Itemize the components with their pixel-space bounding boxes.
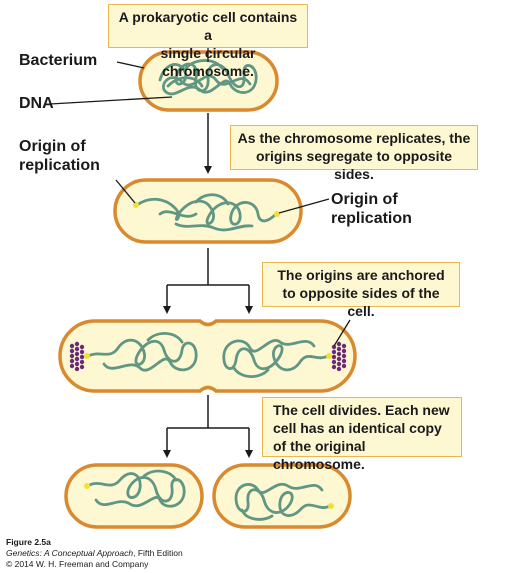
anchor-proteins-left [69, 341, 85, 372]
copyright: © 2014 W. H. Freeman and Company [6, 559, 149, 569]
label-origin-left: Origin of replication [19, 137, 100, 175]
callout-4-line-3: of the original chromosome. [273, 438, 366, 472]
origin-dot-daughter-right [328, 503, 334, 509]
figure-number: Figure 2.5a [6, 537, 51, 547]
callout-prokaryotic-cell: A prokaryotic cell contains a single cir… [108, 4, 308, 79]
bacterium-leader [116, 61, 145, 69]
dna-coil-2 [135, 193, 278, 232]
dna-coil-4-left [86, 469, 186, 508]
dna-coil-4-right [234, 482, 332, 521]
callout-3-line-2: to opposite sides of the cell. [282, 285, 440, 319]
cell-3 [58, 319, 357, 393]
daughter-cell-left [64, 463, 204, 529]
origin-dot-daughter-left [84, 483, 90, 489]
label-bacterium: Bacterium [19, 52, 98, 69]
cell-2 [113, 178, 303, 244]
callout-cell-divides: The cell divides. Each new cell has an i… [262, 397, 462, 472]
callout-origins-anchored: The origins are anchored to opposite sid… [262, 262, 460, 319]
daughter-cell-right [212, 463, 352, 529]
callout-origins-segregate: As the chromosome replicates, the origin… [230, 125, 478, 182]
callout-4-line-1: The cell divides. Each new [273, 402, 450, 418]
callout-2-line-1: As the chromosome replicates, the [237, 130, 471, 146]
callout-4-line-2: cell has an identical copy [273, 420, 442, 436]
origin-right-leader [278, 198, 330, 214]
dna-coil-3-left [86, 332, 198, 372]
anchor-proteins-right [331, 341, 347, 372]
origin-left-leader [115, 179, 136, 204]
dna-coil-1 [158, 59, 258, 96]
dna-leader [49, 96, 173, 105]
callout-3-pointer [333, 319, 351, 347]
origin-dot-right-3 [326, 353, 332, 359]
callout-3-line-1: The origins are anchored [277, 267, 445, 283]
branch-arrow-2 [163, 248, 253, 314]
book-edition: , Fifth Edition [133, 548, 183, 558]
branch-arrow-3 [163, 395, 253, 458]
origin-dot-right-2 [274, 211, 280, 217]
callout-2-line-2: origins segregate to opposite sides. [255, 148, 453, 182]
label-origin-right-line-1: Origin of [331, 191, 398, 208]
book-citation: Genetics: A Conceptual Approach, Fifth E… [6, 548, 183, 559]
book-title: Genetics: A Conceptual Approach [6, 548, 134, 558]
origin-dot-left-2 [133, 202, 139, 208]
callout-1-line-1: A prokaryotic cell contains a [118, 9, 298, 43]
label-origin-left-line-1: Origin of [19, 138, 86, 155]
origin-dot-left-3 [84, 353, 90, 359]
label-dna: DNA [19, 95, 54, 112]
label-origin-right: Origin of replication [331, 190, 412, 228]
label-origin-left-line-2: replication [19, 157, 100, 174]
dna-coil-3-right [222, 339, 330, 378]
label-origin-right-line-2: replication [331, 210, 412, 227]
callout-1-line-2: single circular chromosome. [160, 45, 256, 79]
